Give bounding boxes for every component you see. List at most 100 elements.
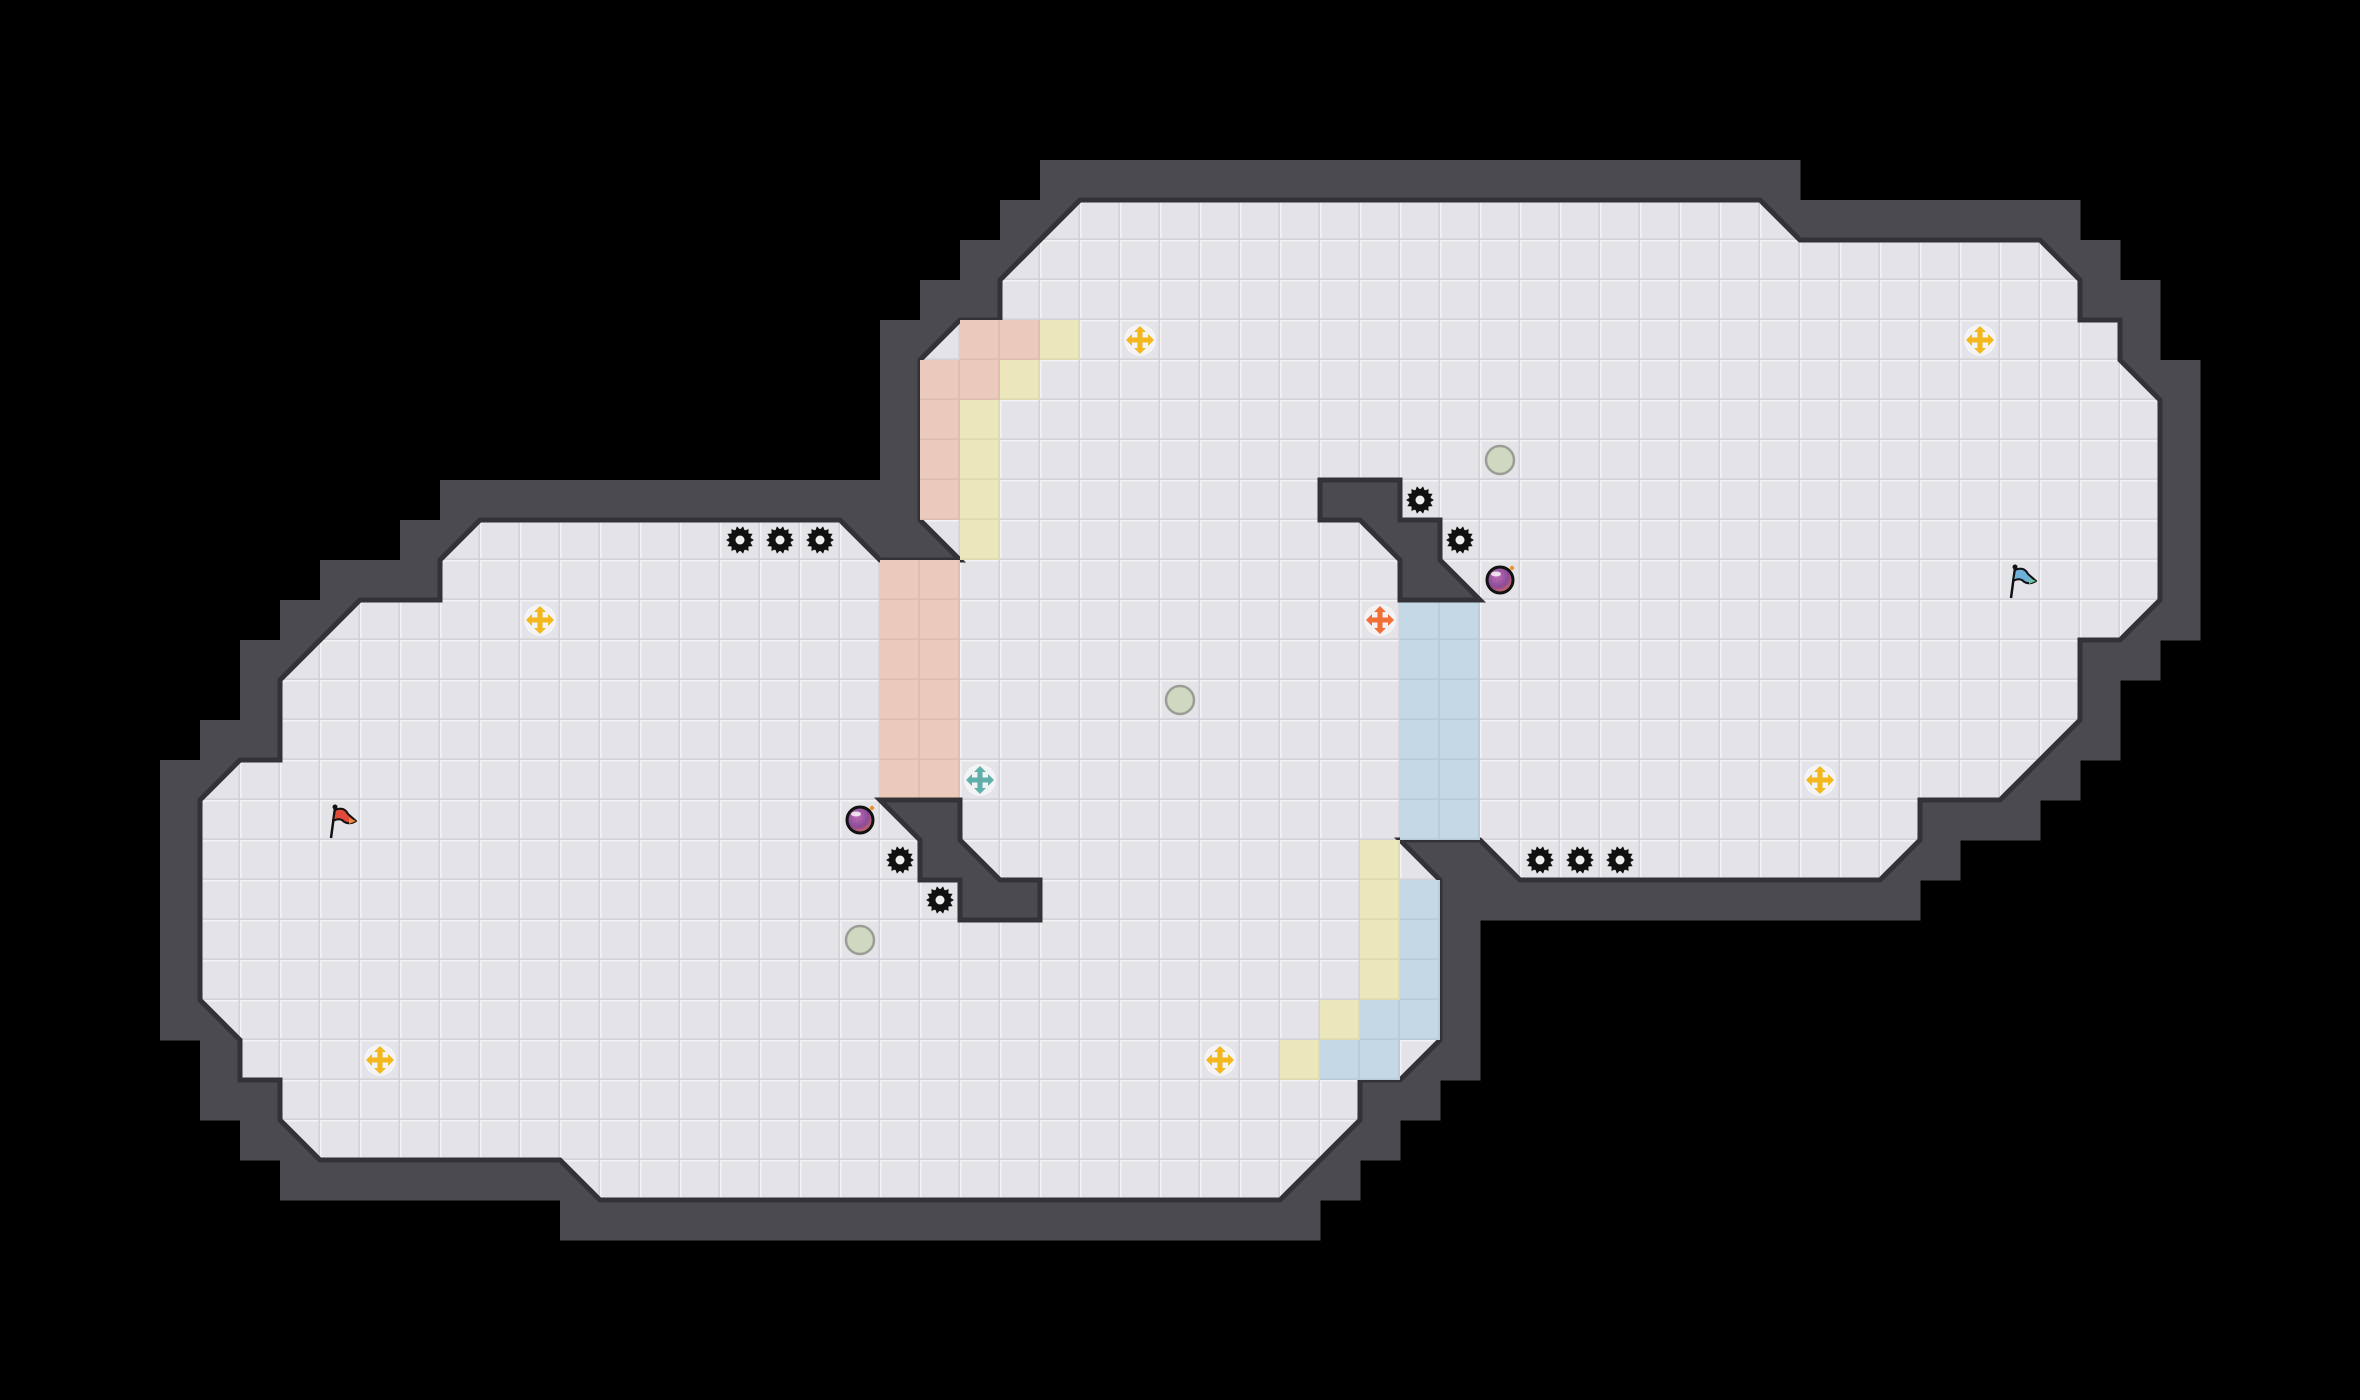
zone-salmon-tile xyxy=(880,720,920,760)
wall-block xyxy=(1960,800,2001,841)
wall-block xyxy=(1040,1200,1081,1241)
wall-block xyxy=(1760,880,1801,921)
wall-block xyxy=(2160,440,2201,481)
wall-block xyxy=(880,440,921,481)
zone-salmon-tile xyxy=(880,600,920,640)
wall-block xyxy=(480,480,521,521)
gear-hazard-icon xyxy=(926,886,954,914)
wall-block xyxy=(320,1160,361,1201)
wall-block xyxy=(560,480,601,521)
zone-blue-tile xyxy=(1440,760,1480,800)
gear-hazard-icon xyxy=(806,526,834,554)
zone-blue-tile xyxy=(1400,920,1440,960)
wall-block xyxy=(600,480,641,521)
zone-blue-tile xyxy=(1400,880,1440,920)
zone-blue-tile xyxy=(1400,760,1440,800)
wall-block xyxy=(720,480,761,521)
wall-block xyxy=(1080,1200,1121,1241)
zone-blue-tile xyxy=(1400,800,1440,840)
wall-block xyxy=(520,480,561,521)
move-cross-yellow-icon xyxy=(1124,324,1156,356)
wall-block xyxy=(1200,160,1241,201)
wall-block xyxy=(1360,1120,1401,1161)
inner-walls xyxy=(873,477,1487,923)
wall-block xyxy=(160,1000,201,1041)
wall-block xyxy=(1000,200,1041,241)
zone-blue-tile xyxy=(1400,1000,1440,1040)
wall-block xyxy=(1440,960,1481,1001)
wall-block xyxy=(1280,1200,1321,1241)
zone-yellow-tile xyxy=(1320,1000,1360,1040)
zone-salmon-tile xyxy=(1000,320,1040,360)
wall-block xyxy=(200,1040,241,1081)
green-orb-icon xyxy=(1484,444,1516,476)
wall-block xyxy=(400,520,441,561)
wall-block xyxy=(2120,280,2161,321)
wall-block xyxy=(880,360,921,401)
wall-block xyxy=(360,560,401,601)
move-cross-orange-icon xyxy=(1364,604,1396,636)
wall-block xyxy=(880,480,921,521)
zone-yellow-tile xyxy=(1360,960,1400,1000)
zone-salmon-tile xyxy=(920,640,960,680)
wall-block xyxy=(640,1200,681,1241)
gear-hazard-icon xyxy=(1606,846,1634,874)
zone-yellow-tile xyxy=(960,520,1000,560)
green-orb-icon xyxy=(844,924,876,956)
move-cross-yellow-icon xyxy=(1964,324,1996,356)
wall-block xyxy=(1880,880,1921,921)
wall-block xyxy=(2080,240,2121,281)
zone-blue-tile xyxy=(1360,1000,1400,1040)
wall-block xyxy=(1160,160,1201,201)
zone-salmon-tile xyxy=(920,720,960,760)
wall-block xyxy=(160,760,201,801)
wall-block xyxy=(1000,1200,1041,1241)
wall-block xyxy=(1240,160,1281,201)
blue-flag-icon xyxy=(2009,564,2037,599)
wall-block xyxy=(1960,200,2001,241)
zone-yellow-tile xyxy=(960,480,1000,520)
wall-block xyxy=(240,1080,281,1121)
wall-block xyxy=(1520,880,1561,921)
wall-block xyxy=(800,480,841,521)
wall-block xyxy=(1720,160,1761,201)
colored-zones xyxy=(880,320,1480,1080)
wall-block xyxy=(1840,200,1881,241)
wall-block xyxy=(2160,480,2201,521)
zone-salmon-tile xyxy=(920,560,960,600)
gear-hazard-icon xyxy=(726,526,754,554)
wall-block xyxy=(2040,760,2081,801)
wall-block xyxy=(1200,1200,1241,1241)
wall-block xyxy=(1800,200,1841,241)
wall-block xyxy=(360,1160,401,1201)
zone-yellow-tile xyxy=(1000,360,1040,400)
wall-block xyxy=(160,840,201,881)
wall-block xyxy=(960,240,1001,281)
zone-salmon-tile xyxy=(920,680,960,720)
wall-block xyxy=(1920,200,1961,241)
wall-block xyxy=(760,1200,801,1241)
wall-block xyxy=(1440,920,1481,961)
zone-blue-tile xyxy=(1400,600,1440,640)
wall-block xyxy=(1640,880,1681,921)
wall-block xyxy=(1440,160,1481,201)
zone-blue-tile xyxy=(1400,720,1440,760)
move-cross-teal-icon xyxy=(964,764,996,796)
zone-blue-tile xyxy=(1440,600,1480,640)
wall-block xyxy=(840,480,881,521)
wall-block xyxy=(920,280,961,321)
wall-block xyxy=(1520,160,1561,201)
wall-block xyxy=(1120,1200,1161,1241)
wall-block xyxy=(640,480,681,521)
wall-block xyxy=(2160,600,2201,641)
wall-block xyxy=(1680,880,1721,921)
gear-hazard-icon xyxy=(766,526,794,554)
wall-block xyxy=(400,560,441,601)
wall-block xyxy=(1760,160,1801,201)
wall-block xyxy=(720,1200,761,1241)
wall-block xyxy=(2080,280,2121,321)
wall-block xyxy=(2000,800,2041,841)
wall-block xyxy=(2080,680,2121,721)
wall-block xyxy=(1720,880,1761,921)
